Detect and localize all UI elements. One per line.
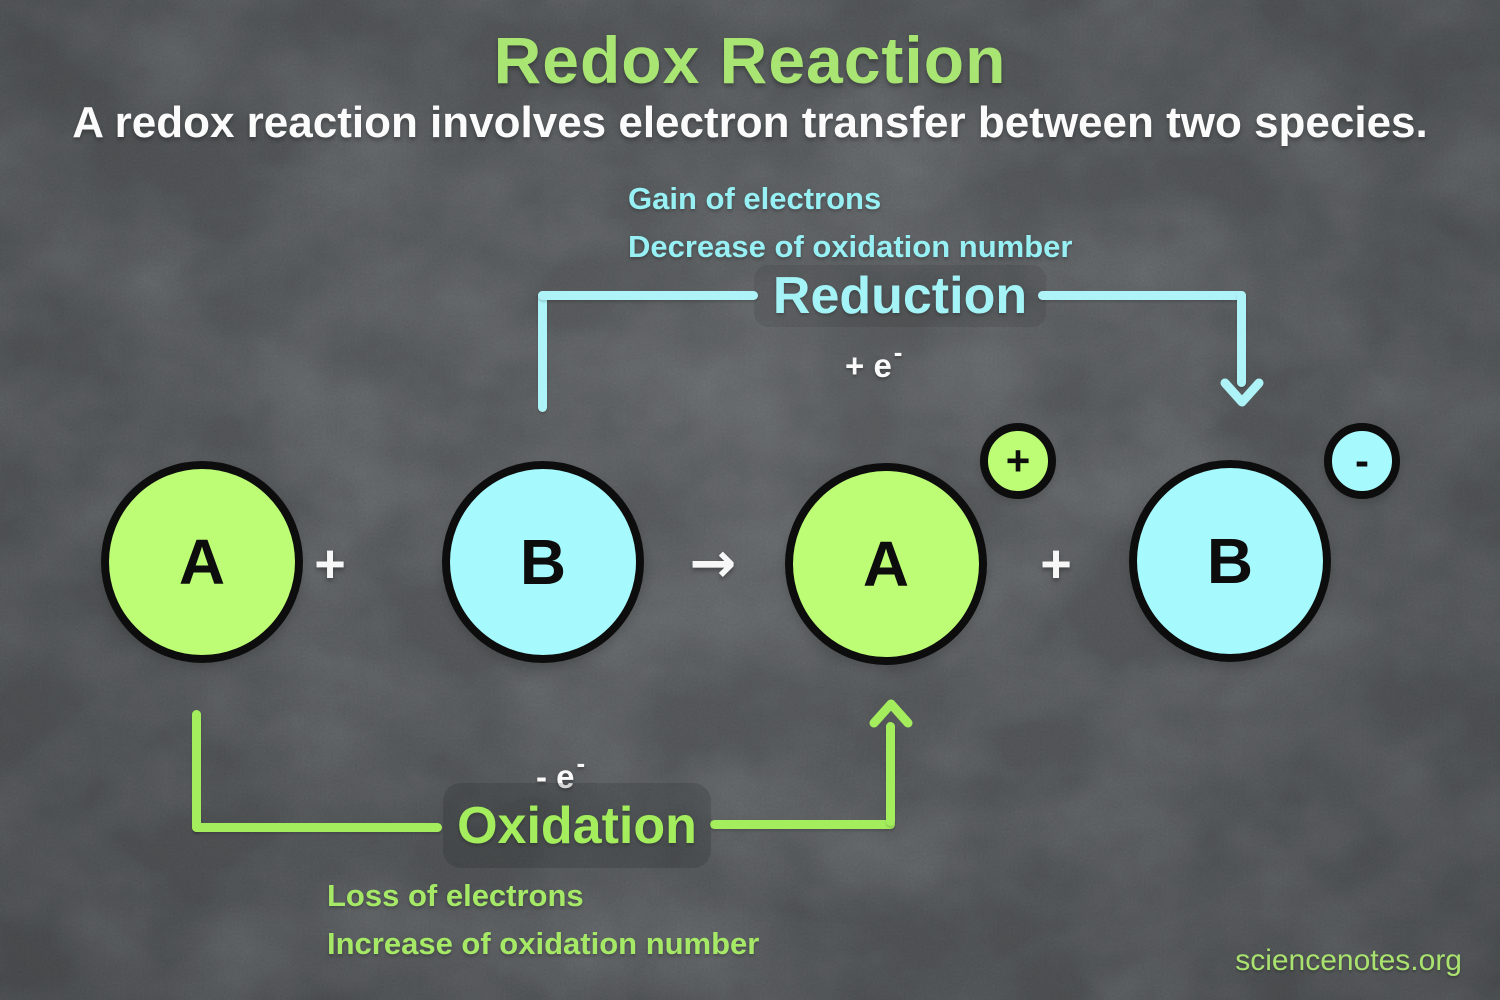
arrow-down-icon	[1220, 378, 1264, 407]
plus-operator-left: +	[314, 534, 346, 594]
oxidation-label-box: Oxidation	[443, 783, 711, 868]
reduction-electron-label: + e-	[845, 337, 902, 385]
reactant-b-circle: B	[442, 461, 644, 663]
product-a-circle: A	[785, 463, 987, 665]
reduction-bracket-left-vertical	[538, 291, 547, 412]
reduction-note-line2: Decrease of oxidation number	[628, 229, 1073, 264]
reactant-b-label: B	[519, 526, 567, 598]
product-a-charge-badge: +	[980, 423, 1056, 499]
reduction-bracket-right-horizontal	[1038, 291, 1246, 300]
subtitle: A redox reaction involves electron trans…	[72, 98, 1428, 147]
reduction-bracket-right-vertical	[1237, 291, 1246, 387]
product-b-charge-badge: -	[1324, 423, 1400, 499]
watermark: sciencenotes.org	[1235, 944, 1462, 977]
oxidation-bracket-left-vertical	[192, 710, 201, 832]
oxidation-electron-label: - e-	[536, 748, 585, 796]
arrow-up-icon	[869, 699, 913, 728]
oxidation-note-line1: Loss of electrons	[327, 878, 584, 913]
oxidation-label: Oxidation	[457, 796, 697, 855]
reduction-label-box: Reduction	[754, 265, 1046, 327]
product-a-label: A	[862, 528, 910, 600]
plus-operator-right: +	[1040, 534, 1072, 594]
reduction-label: Reduction	[772, 267, 1028, 325]
product-b-label: B	[1206, 525, 1254, 597]
oxidation-bracket-right-horizontal	[710, 820, 895, 829]
reactant-a-label: A	[178, 526, 226, 598]
yields-arrow-icon: →	[689, 531, 737, 596]
reduction-bracket-left-horizontal	[538, 291, 758, 300]
reduction-electron-superscript: -	[893, 337, 903, 367]
product-b-circle: B	[1129, 460, 1331, 662]
oxidation-bracket-right-vertical	[886, 722, 895, 826]
oxidation-note-line2: Increase of oxidation number	[327, 926, 760, 961]
oxidation-electron-superscript: -	[576, 748, 586, 778]
oxidation-electron-base: - e	[536, 758, 575, 795]
reduction-electron-base: + e	[845, 347, 892, 384]
page-title: Redox Reaction	[493, 23, 1007, 97]
oxidation-bracket-left-horizontal	[192, 823, 442, 832]
reactant-a-circle: A	[101, 461, 303, 663]
reduction-note-line1: Gain of electrons	[628, 181, 882, 216]
